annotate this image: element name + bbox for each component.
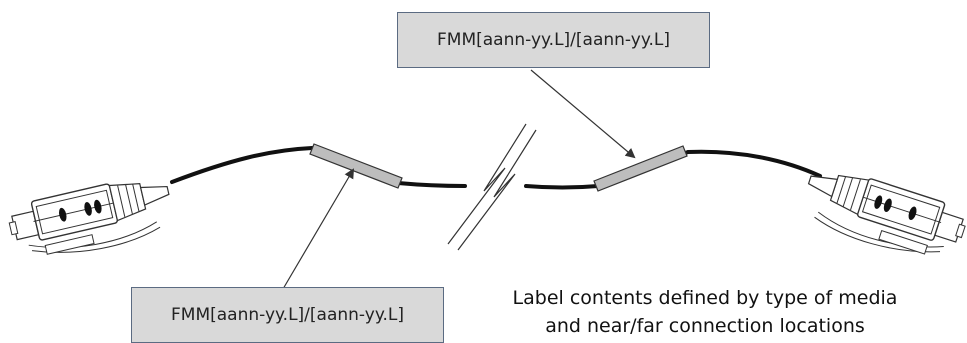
- connector-left: [8, 183, 170, 255]
- cable-break-symbol-2: [457, 129, 537, 251]
- cable-break-symbol-1: [447, 123, 527, 245]
- caption-line-1: Label contents defined by type of media: [512, 287, 898, 309]
- callout-arrow-bottom: [282, 168, 355, 290]
- cable-label-bottom-text: FMM[aann-yy.L]/[aann-yy.L]: [171, 305, 404, 325]
- connector-right: [807, 174, 966, 255]
- caption-line-2: and near/far connection locations: [545, 315, 865, 337]
- cable-label-top-text: FMM[aann-yy.L]/[aann-yy.L]: [437, 30, 670, 50]
- cable-right-segment: [524, 149, 822, 190]
- cable-label-bottom: FMM[aann-yy.L]/[aann-yy.L]: [131, 287, 444, 343]
- callout-arrow-top: [530, 69, 636, 159]
- caption: Label contents defined by type of media …: [470, 284, 940, 340]
- cable-label-top: FMM[aann-yy.L]/[aann-yy.L]: [397, 12, 710, 68]
- cable-label-sleeve-right: [593, 145, 688, 192]
- cable-label-sleeve-left: [309, 143, 403, 189]
